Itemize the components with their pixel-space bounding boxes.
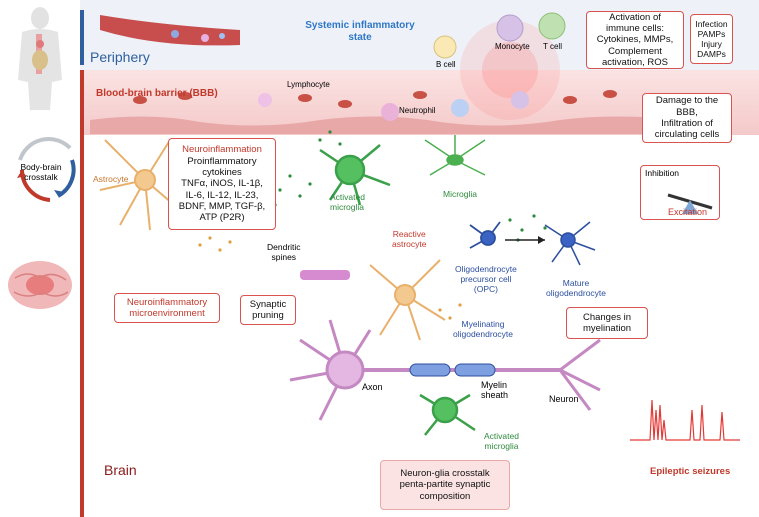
reactive-astrocyte-shape [369,259,446,341]
seizure-trace-icon [630,399,740,441]
b-cell-shape [433,35,457,59]
blood-vessel [100,15,240,46]
epileptic-label: Epileptic seizures [650,466,731,477]
lymphocyte-label: Lymphocyte [287,80,330,89]
microglia-shape [424,135,486,176]
astrocyte-shape [99,139,181,231]
systemic-label: Systemic inflammatory state [305,20,415,43]
monocyte-label: Monocyte [495,42,530,51]
human-body-icon [18,7,62,110]
brain-icon [8,261,72,309]
activated-microglia-shape [319,144,391,206]
neuron-label: Neuron [549,394,579,404]
b-cell-label: B cell [436,60,456,69]
neutrophil-label: Neutrophil [399,106,436,115]
periphery-border [80,10,84,65]
excitation-label: Excitation [668,207,708,217]
bbb-title: Blood-brain barrier (BBB) [96,88,218,99]
opc-shape [469,221,501,249]
neuron-shape [289,319,601,421]
t-cell-label: T cell [543,42,562,51]
axon-label: Axon [362,382,383,392]
myelin-sheath-shape [409,363,496,377]
endothelial-layer [90,116,700,134]
brain-border [80,70,84,517]
mature-oligo-shape [544,221,596,266]
astrocyte-label: Astrocyte [93,174,129,184]
seesaw-icon [667,193,713,214]
microglia-label: Microglia [443,189,478,199]
activated-microglia-bottom-shape [419,393,476,436]
brain-title: Brain [104,462,137,478]
crosstalk-cycle-icon [17,137,76,202]
periphery-title: Periphery [90,49,150,65]
inhibition-excitation-box [640,165,720,220]
inhibition-label: Inhibition [645,168,680,178]
